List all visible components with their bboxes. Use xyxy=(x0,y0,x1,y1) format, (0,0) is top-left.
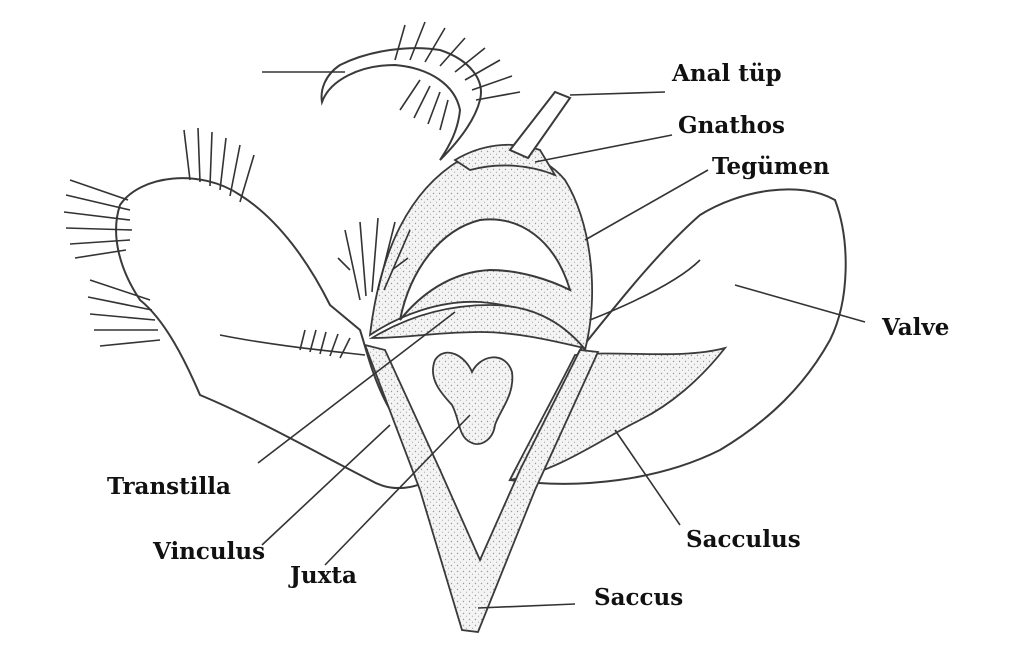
label-vinculus: Vinculus xyxy=(153,540,265,563)
anal-tube-shape xyxy=(510,92,570,158)
label-anal-tup: Anal tüp xyxy=(672,62,782,85)
label-gnathos: Gnathos xyxy=(678,114,785,137)
label-valve: Valve xyxy=(882,316,949,339)
leader-anal-tup xyxy=(570,92,665,95)
label-tegumen: Tegümen xyxy=(712,155,830,178)
juxta-shape xyxy=(433,353,512,444)
uncus-shape xyxy=(322,48,481,160)
leader-saccus xyxy=(478,604,575,608)
label-juxta: Juxta xyxy=(290,564,357,587)
label-sacculus: Sacculus xyxy=(686,528,801,551)
leader-gnathos xyxy=(535,135,672,162)
label-transtilla: Transtilla xyxy=(107,475,231,498)
label-saccus: Saccus xyxy=(594,586,683,609)
